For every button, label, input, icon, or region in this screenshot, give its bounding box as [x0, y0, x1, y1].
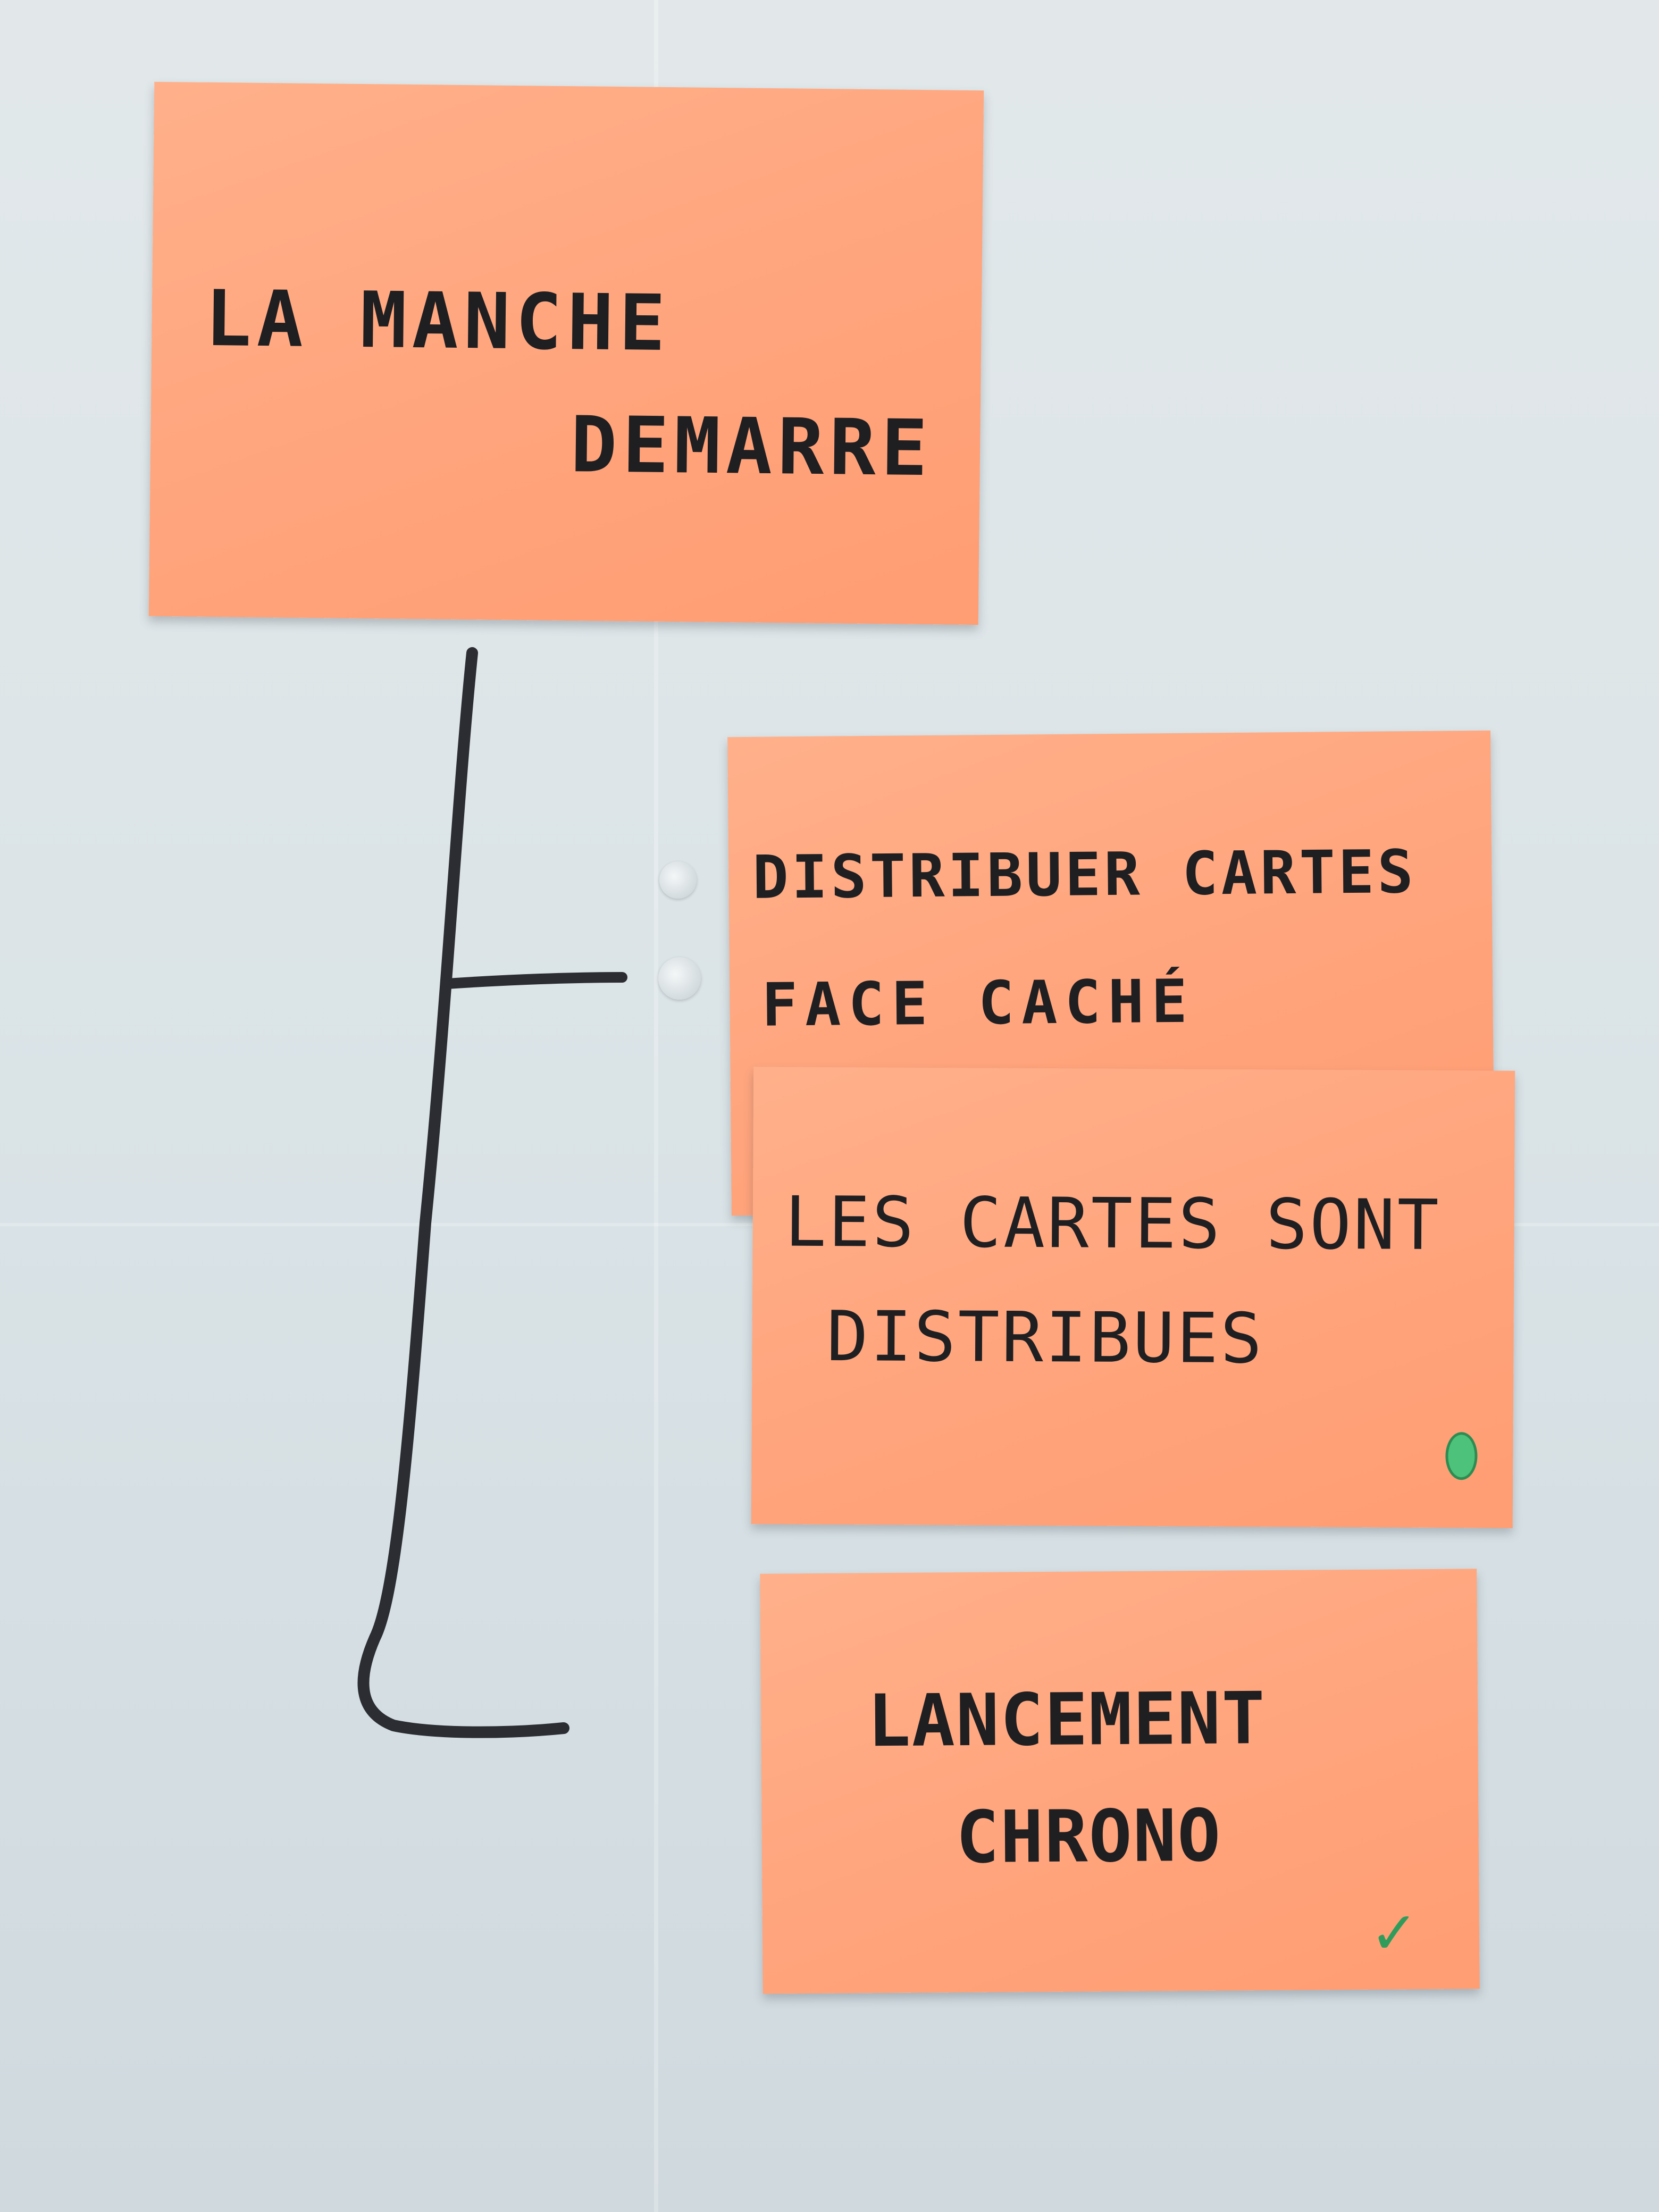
paper-fold-vertical [654, 0, 658, 2212]
sticky-note-lancement-chrono: LANCEMENT CHRONO ✓ [760, 1569, 1480, 1994]
sticky-note-manche-demarre: LA MANCHE DEMARRE [148, 81, 984, 625]
note-text-line: LANCEMENT [867, 1677, 1267, 1763]
sticky-note-cartes-distribuees: LES CARTES SONT DISTRIBUES [751, 1067, 1515, 1528]
note-text-line: CHRONO [956, 1794, 1222, 1880]
bracket-branch-stroke [442, 972, 627, 989]
note-text-line: DEMARRE [570, 400, 934, 494]
bracket-vertical-stroke [357, 647, 569, 1738]
pushpin-icon [658, 957, 701, 1000]
pushpin-icon [659, 861, 697, 899]
note-text-line: FACE CACHÉ [761, 967, 1195, 1040]
green-check-marker-icon: ✓ [1369, 1899, 1425, 1967]
note-text-line: LA MANCHE [204, 273, 672, 369]
note-text-line: DISTRIBUER CARTES [752, 837, 1417, 912]
note-text-line: LES CARTES SONT [784, 1181, 1442, 1266]
note-text-line: DISTRIBUES [826, 1295, 1264, 1379]
green-pin-marker-icon [1445, 1432, 1478, 1480]
